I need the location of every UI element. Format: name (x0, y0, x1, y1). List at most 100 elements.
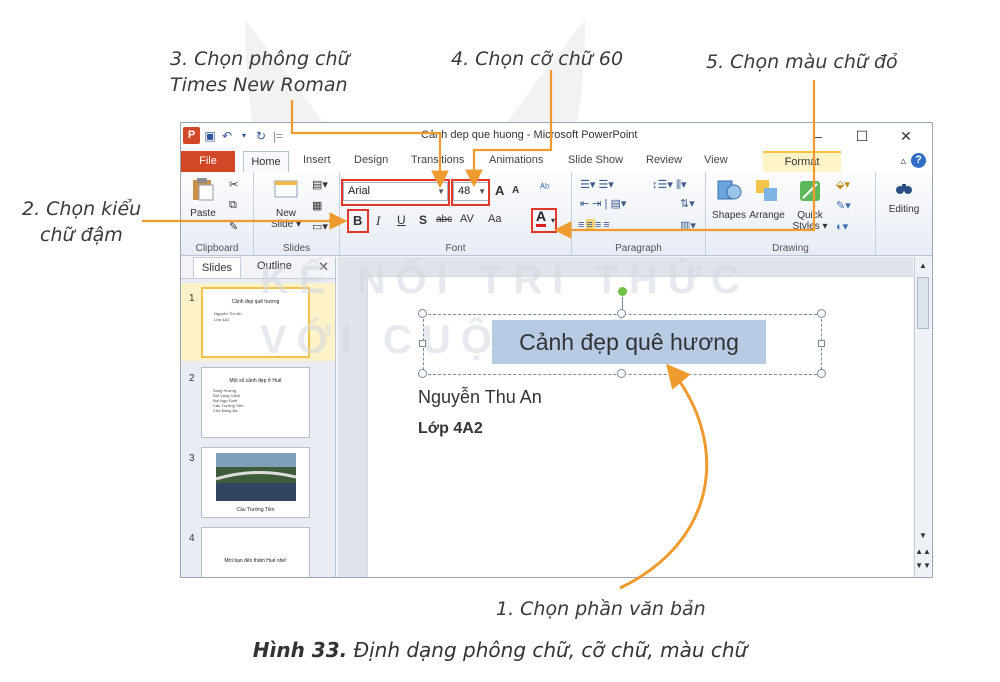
resize-handle[interactable] (419, 340, 426, 347)
quick-styles-icon (800, 181, 820, 201)
tab-outline[interactable]: Outline (257, 260, 292, 272)
customize-qat-icon[interactable]: |= (272, 128, 284, 143)
bullets-icon[interactable]: ☰▾ ☰▾ (580, 179, 614, 191)
shape-outline-icon[interactable]: ✎▾ (836, 200, 851, 212)
new-slide-icon (274, 180, 298, 198)
slide-author-name[interactable]: Nguyễn Thu An (418, 387, 542, 407)
redo-icon[interactable]: ↻ (255, 128, 267, 143)
italic-button[interactable]: I (376, 213, 381, 228)
vertical-scrollbar[interactable]: ▲ ▼ ▲▲ ▼▼ (914, 257, 931, 577)
shape-effects-icon[interactable]: ◐▾ (836, 221, 849, 233)
thumb-line: Sông Hương (213, 388, 237, 393)
tab-file[interactable]: File (181, 151, 235, 172)
new-slide-button[interactable]: New Slide ▾ (266, 176, 306, 230)
slide-thumbnail-4[interactable]: Mời bạn đến thăm Huế nhé! (201, 527, 310, 577)
resize-handle[interactable] (818, 340, 825, 347)
bold-highlight (347, 209, 369, 233)
tab-transitions[interactable]: Transitions (411, 154, 465, 166)
line-spacing-icon[interactable]: ↕☰▾ ⫼▾ (652, 179, 687, 191)
change-case-button[interactable]: Aa (488, 213, 502, 225)
underline-button[interactable]: U (397, 213, 406, 227)
selected-title-text[interactable]: Cảnh đẹp quê hương (492, 320, 766, 364)
font-color-dropdown-icon[interactable]: ▾ (551, 216, 556, 225)
slide-class-text[interactable]: Lớp 4A2 (418, 420, 483, 437)
slide-thumbnail-3[interactable]: Cầu Trường Tiền (201, 447, 310, 518)
powerpoint-logo-icon[interactable]: P (183, 127, 200, 144)
panel-close-icon[interactable]: ✕ (318, 259, 329, 274)
shadow-button[interactable]: S (419, 213, 428, 227)
scroll-down-icon[interactable]: ▼ (919, 531, 927, 540)
resize-handle[interactable] (817, 369, 826, 378)
minimize-button[interactable]: – (814, 128, 822, 144)
resize-handle[interactable] (418, 369, 427, 378)
figure-caption: Hình 33. Định dạng phông chữ, cỡ chữ, mà… (252, 638, 748, 662)
tab-format[interactable]: Format (763, 151, 841, 172)
format-painter-icon[interactable]: ✎ (229, 221, 239, 233)
bold-button[interactable]: B (353, 213, 363, 228)
tab-home[interactable]: Home (243, 151, 289, 172)
grow-font-button[interactable]: A (495, 183, 505, 198)
section-icon[interactable]: ▭▾ (312, 221, 328, 233)
callout-step5: 5. Chọn màu chữ đỏ (706, 51, 898, 73)
tab-review[interactable]: Review (646, 154, 683, 166)
thumb-line: Chợ Đông Ba (213, 408, 238, 413)
tab-design[interactable]: Design (354, 154, 389, 166)
collapse-ribbon-icon[interactable]: ▵ (900, 155, 906, 167)
thumb-number: 4 (189, 533, 195, 544)
callout-step3: 3. Chọn phông chữ Times New Roman (170, 48, 350, 96)
help-icon[interactable]: ? (911, 153, 926, 168)
cut-icon[interactable]: ✂ (229, 179, 239, 191)
save-icon[interactable]: ▣ (204, 128, 216, 143)
arrange-button[interactable]: Arrange (746, 178, 788, 221)
quick-styles-button[interactable]: Quick Styles ▾ (790, 178, 830, 232)
font-color-button[interactable]: A (536, 209, 547, 227)
close-button[interactable]: ✕ (900, 128, 912, 144)
shrink-font-button[interactable]: A (512, 185, 520, 196)
shape-fill-icon[interactable]: ⬙▾ (836, 179, 850, 191)
copy-icon[interactable]: ⧉ (229, 199, 237, 211)
resize-handle[interactable] (617, 369, 626, 378)
window-controls: – ☐ ✕ (796, 126, 928, 146)
editing-group: Editing (876, 172, 932, 256)
next-slide-icon[interactable]: ▼▼ (915, 561, 931, 570)
resize-handle[interactable] (617, 309, 626, 318)
font-size-highlight (451, 179, 490, 206)
slide-thumbnail-1[interactable]: Cảnh đẹp quê hương Nguyễn Thu An Lớp 4A2 (201, 287, 310, 358)
text-direction-icon[interactable]: ⇅▾ (680, 198, 695, 210)
scroll-thumb[interactable] (917, 277, 929, 329)
ribbon-tabs: File Home Insert Design Transitions Anim… (181, 150, 932, 172)
resize-handle[interactable] (817, 309, 826, 318)
thumb-title: Một số cảnh đẹp ở Huế (229, 378, 282, 384)
paste-button[interactable]: Paste (187, 176, 219, 219)
resize-handle[interactable] (418, 309, 427, 318)
strikethrough-button[interactable]: abc (436, 214, 453, 225)
slides-label: Slides (282, 243, 311, 254)
shapes-button[interactable]: Shapes (712, 178, 746, 221)
indent-icon[interactable]: ⇤ ⇥ | ▤▾ (580, 198, 627, 210)
columns-icon[interactable]: ▥▾ (680, 220, 696, 232)
previous-slide-icon[interactable]: ▲▲ (915, 547, 931, 556)
editing-button[interactable]: Editing (882, 178, 926, 215)
tab-slideshow[interactable]: Slide Show (568, 154, 624, 166)
scroll-up-icon[interactable]: ▲ (919, 261, 927, 270)
tab-animations[interactable]: Animations (489, 154, 544, 166)
layout-icon[interactable]: ▤▾ (312, 179, 328, 191)
alignment-icons[interactable]: ≡≡≡≡ (578, 219, 612, 231)
tab-insert[interactable]: Insert (303, 154, 331, 166)
slide-thumbnail-2[interactable]: Một số cảnh đẹp ở Huế Sông Hương Đồi Vọn… (201, 367, 310, 438)
character-spacing-button[interactable]: AV (460, 213, 474, 225)
binoculars-icon (896, 184, 912, 194)
tab-view[interactable]: View (704, 154, 728, 166)
rotate-handle[interactable] (618, 287, 627, 296)
slides-panel: Slides Outline ✕ 1 Cảnh đẹp quê hương Ng… (181, 257, 336, 577)
shapes-icon (717, 180, 742, 200)
clear-format-icon[interactable]: ᴬᵇ (540, 182, 550, 194)
paragraph-label: Paragraph (615, 243, 662, 254)
undo-icon[interactable]: ↶ (221, 128, 233, 143)
reset-icon[interactable]: ▦ (312, 200, 323, 212)
maximize-button[interactable]: ☐ (855, 128, 869, 144)
undo-dropdown-icon[interactable]: ▾ (241, 131, 246, 140)
tab-slides[interactable]: Slides (193, 257, 241, 278)
window-title: Cảnh dep que huong - Microsoft PowerPoin… (421, 129, 638, 141)
thumb-title: Cảnh đẹp quê hương (231, 299, 280, 305)
